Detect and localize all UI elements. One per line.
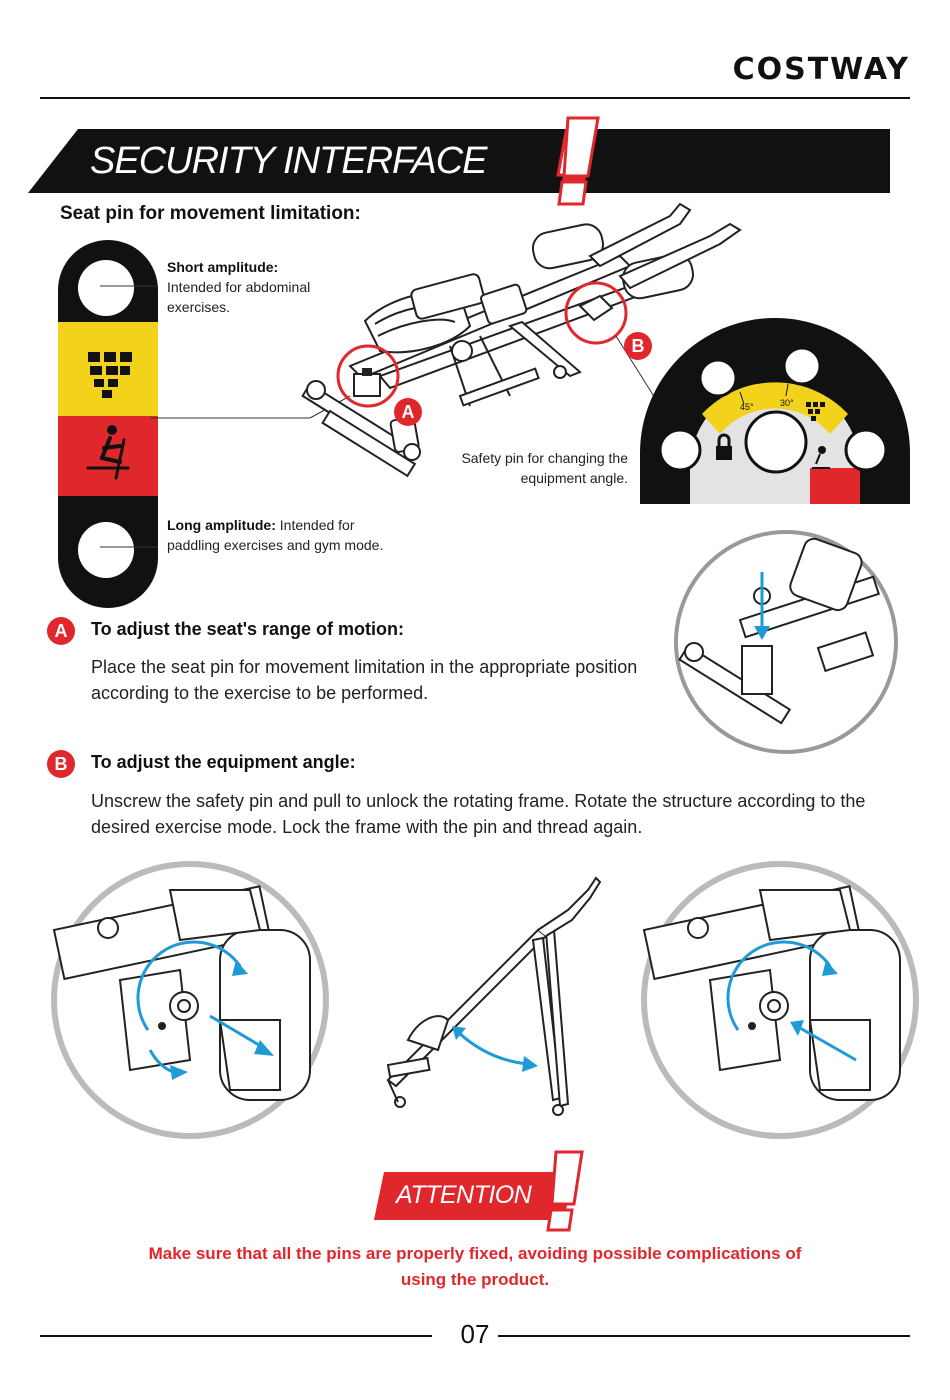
banner-title: SECURITY INTERFACE <box>90 140 488 182</box>
safety-pin-note: Safety pin for changing the equipment an… <box>461 450 628 486</box>
exclamation-icon <box>557 116 600 206</box>
warning-text: Make sure that all the pins are properly… <box>148 1244 802 1289</box>
down-arrow-icon <box>754 572 770 640</box>
push-arrow-icon <box>790 1020 857 1062</box>
swing-arrow-icon <box>452 1026 538 1072</box>
section-b-body: Unscrew the safety pin and pull to unloc… <box>91 791 866 837</box>
short-amplitude-hole <box>78 260 134 316</box>
section-b-badge: B <box>47 750 75 778</box>
header-divider <box>40 97 910 99</box>
long-amplitude-note: Long amplitude: Intended for paddling ex… <box>167 515 387 555</box>
short-amplitude-text: Intended for abdominal exercises. <box>167 279 311 315</box>
long-amplitude-leader <box>100 546 158 548</box>
section-a-badge: A <box>47 617 75 645</box>
lock-detail-right <box>641 861 919 1139</box>
brand-logo: COSTWAY <box>732 52 910 87</box>
seat-pin-detail <box>674 530 898 754</box>
angle-30-label: 30° <box>780 398 794 408</box>
unlock-detail-left <box>51 861 329 1139</box>
seat-pin-heading: Seat pin for movement limitation: <box>60 203 361 224</box>
footer-divider-right <box>498 1335 910 1337</box>
short-amplitude-label: Short amplitude: <box>167 259 279 275</box>
short-amplitude-note: Short amplitude: Intended for abdominal … <box>167 257 367 317</box>
amplitude-strip <box>58 240 158 608</box>
attention-banner <box>374 1172 574 1220</box>
attention-label: ATTENTION <box>396 1181 532 1209</box>
angle-gauge: 45° 30° <box>640 318 910 504</box>
section-b-title: To adjust the equipment angle: <box>91 752 356 772</box>
badge-a: A <box>394 398 422 426</box>
short-amplitude-leader <box>100 285 158 287</box>
abs-icon <box>806 402 825 421</box>
section-a-title: To adjust the seat's range of motion: <box>91 619 404 639</box>
long-amplitude-label: Long amplitude: <box>167 517 276 533</box>
footer-divider-left <box>40 1335 432 1337</box>
pull-arrow-icon <box>209 1014 274 1056</box>
exclamation-icon <box>546 1150 584 1232</box>
rotation-overview <box>386 876 602 1116</box>
page-number: 07 <box>460 1319 490 1349</box>
rowing-icon <box>86 425 130 480</box>
section-a-body: Place the seat pin for movement limitati… <box>91 657 638 703</box>
machine-diagram <box>150 202 742 478</box>
rotate-arrow-icon <box>726 940 838 1031</box>
rowing-icon <box>812 446 830 469</box>
long-amplitude-hole <box>78 522 134 578</box>
lock-icon <box>716 433 732 460</box>
long-amplitude-text: Intended for paddling exercises and gym … <box>167 517 384 553</box>
angle-45-label: 45° <box>740 402 754 412</box>
badge-b: B <box>624 332 652 360</box>
rotate-arrow-icon <box>136 940 248 1080</box>
abs-icon <box>88 352 132 398</box>
